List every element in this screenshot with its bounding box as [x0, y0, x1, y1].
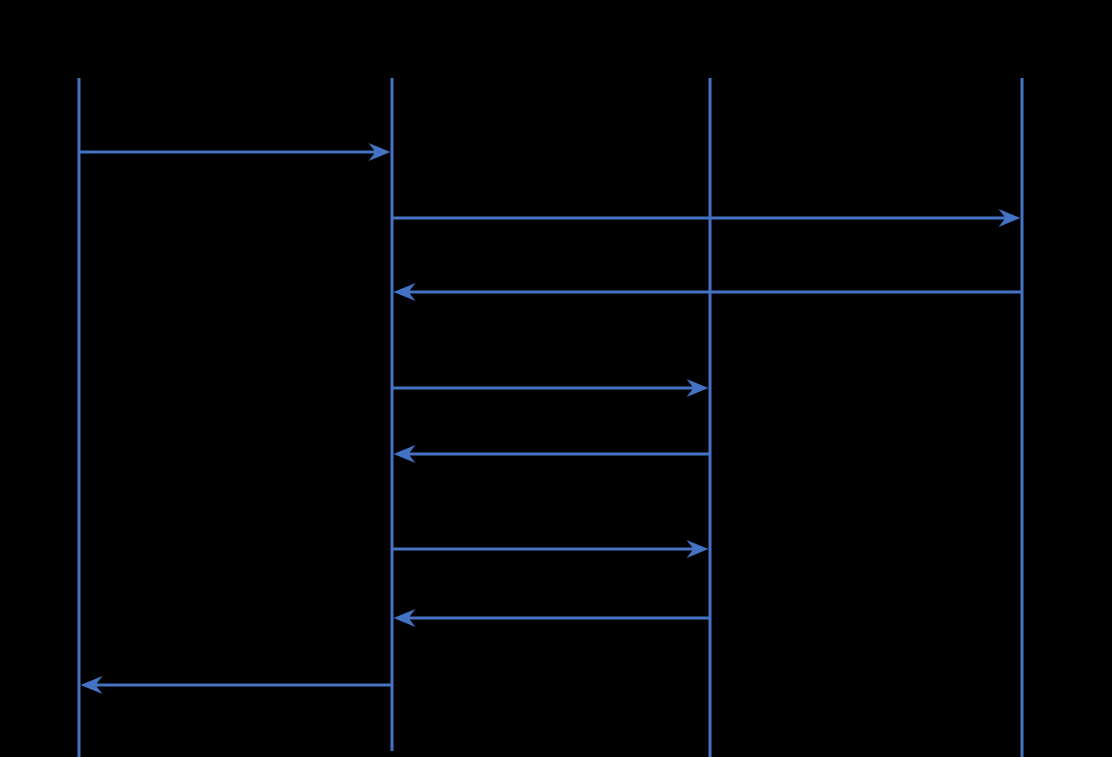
message-2-arrowhead-icon [998, 209, 1021, 227]
message-3-arrowhead-icon [393, 283, 416, 301]
message-7-arrowhead-icon [393, 609, 416, 627]
message-4-arrowhead-icon [686, 379, 709, 397]
message-6-arrowhead-icon [686, 540, 709, 558]
message-1-arrowhead-icon [368, 143, 391, 161]
message-8-arrowhead-icon [80, 676, 103, 694]
message-5-arrowhead-icon [393, 445, 416, 463]
